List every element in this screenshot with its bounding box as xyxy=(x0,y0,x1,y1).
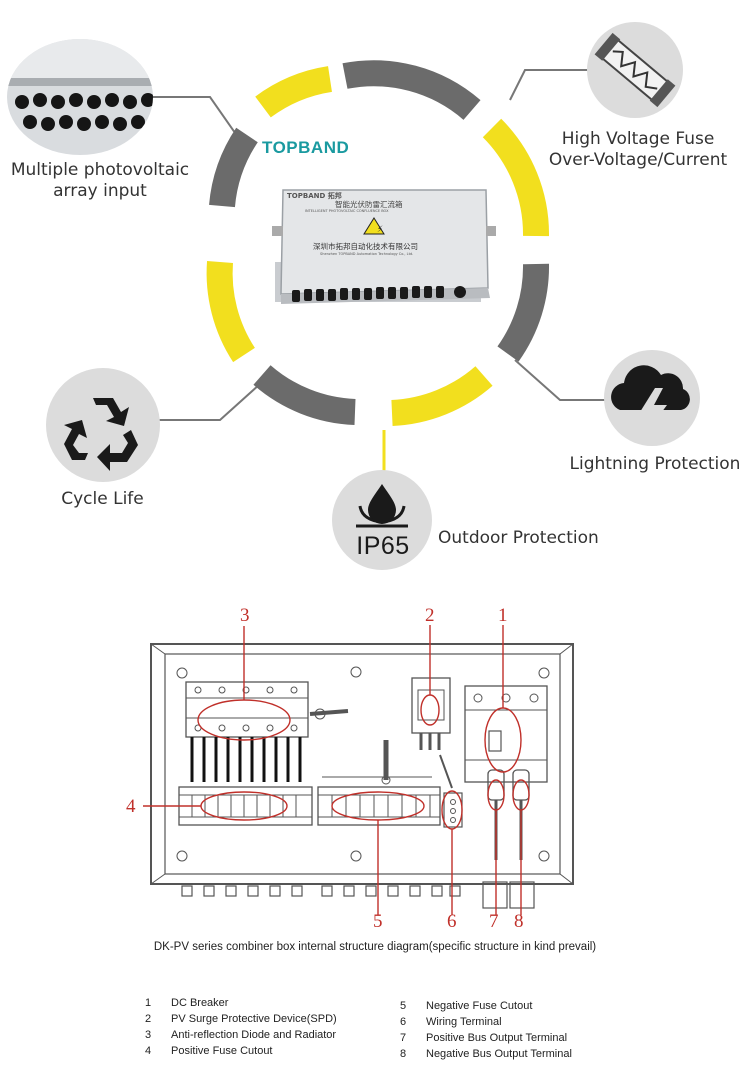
box-maker-cn: 深圳市拓邦自动化技术有限公司 xyxy=(313,242,418,251)
legend-num: 6 xyxy=(400,1016,407,1028)
marker-2: 2 xyxy=(425,605,435,626)
legend-text: Negative Fuse Cutout xyxy=(426,1000,533,1012)
cycle-life-label: Cycle Life xyxy=(61,489,144,509)
marker-7: 7 xyxy=(489,911,499,932)
marker-5: 5 xyxy=(373,911,383,932)
marker-1: 1 xyxy=(498,605,508,626)
recycle-icon xyxy=(46,368,160,482)
water-drop-icon xyxy=(332,470,432,570)
fuse-label-line1: High Voltage Fuse xyxy=(561,129,715,149)
diagram-caption: DK-PV series combiner box internal struc… xyxy=(153,941,597,953)
lightning-label: Lightning Protection xyxy=(569,454,741,474)
legend-item-8: 8 Negative Bus Output Terminal xyxy=(400,1048,572,1060)
brand-logo: TOPBAND xyxy=(262,138,350,157)
legend-item-5: 5 Negative Fuse Cutout xyxy=(400,1000,532,1012)
legend-text: Positive Bus Output Terminal xyxy=(426,1032,568,1044)
legend-item-2: 2 PV Surge Protective Device(SPD) xyxy=(145,1013,337,1025)
legend-num: 8 xyxy=(400,1048,407,1060)
marker-4: 4 xyxy=(126,796,136,817)
legend-item-3: 3 Anti-reflection Diode and Radiator xyxy=(145,1029,336,1041)
box-maker-en: Shenzhen TOPBAND Automation Technology C… xyxy=(320,252,414,256)
marker-6: 6 xyxy=(447,911,457,932)
legend-text: Wiring Terminal xyxy=(426,1016,502,1028)
legend-num: 7 xyxy=(400,1032,407,1044)
legend-num: 1 xyxy=(145,997,152,1009)
marker-3: 3 xyxy=(240,605,250,626)
legend-item-6: 6 Wiring Terminal xyxy=(400,1016,502,1028)
feature-ring xyxy=(206,60,550,426)
box-title-cn: 智能光伏防雷汇流箱 xyxy=(335,200,403,209)
outdoor-label: Outdoor Protection xyxy=(438,528,599,548)
enclosure-outer xyxy=(150,643,574,885)
internal-structure-diagram xyxy=(143,625,574,915)
legend-text: Anti-reflection Diode and Radiator xyxy=(171,1029,337,1041)
combiner-box-photo: ⚡ xyxy=(272,189,496,304)
legend-text: Positive Fuse Cutout xyxy=(171,1045,273,1057)
feature-ring-graphic: ⚡ xyxy=(7,22,700,570)
fuse-label-line2: Over-Voltage/Current xyxy=(548,150,728,170)
pv-input-label-line1: Multiple photovoltaic xyxy=(10,160,190,180)
marker-8: 8 xyxy=(514,911,524,932)
legend-item-4: 4 Positive Fuse Cutout xyxy=(145,1045,273,1057)
legend-item-1: 1 DC Breaker xyxy=(145,997,228,1009)
pv-input-label-line2: array input xyxy=(53,181,147,201)
legend-num: 2 xyxy=(145,1013,152,1025)
pv-input-label: Multiple photovoltaic array input xyxy=(5,160,195,202)
box-title-en: INTELLIGENT PHOTOVOLTAIC CONFLUENCE BOX xyxy=(305,209,389,213)
pv-connectors-photo xyxy=(7,39,153,155)
legend-num: 4 xyxy=(145,1045,152,1057)
ip65-badge: IP65 xyxy=(356,532,410,560)
fuse-label: High Voltage Fuse Over-Voltage/Current xyxy=(538,129,738,171)
legend-num: 5 xyxy=(400,1000,407,1012)
svg-text:⚡: ⚡ xyxy=(377,225,383,235)
lightning-cloud-icon xyxy=(604,350,700,446)
fuse-icon xyxy=(587,22,683,118)
callouts xyxy=(143,625,530,915)
legend-num: 3 xyxy=(145,1029,152,1041)
legend-text: DC Breaker xyxy=(171,997,229,1009)
enclosure-inner xyxy=(164,653,561,875)
legend-text: Negative Bus Output Terminal xyxy=(426,1048,572,1060)
box-brand: TOPBAND 拓邦 xyxy=(287,192,342,200)
legend-text: PV Surge Protective Device(SPD) xyxy=(171,1013,337,1025)
legend-item-7: 7 Positive Bus Output Terminal xyxy=(400,1032,567,1044)
